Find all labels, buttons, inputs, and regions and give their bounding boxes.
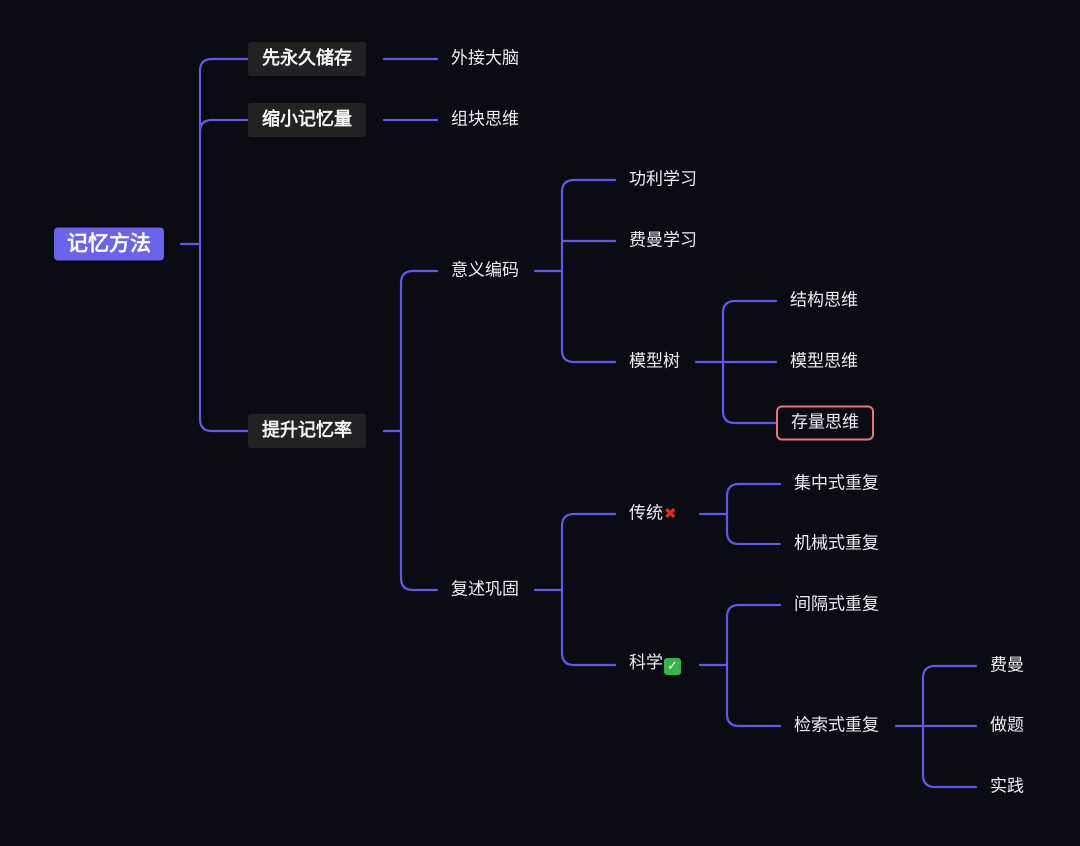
edge-model-tree — [694, 299, 778, 425]
edge-retrieval — [894, 664, 978, 789]
node-model-thinking[interactable]: 模型思维 — [788, 350, 860, 375]
node-label: 间隔式重复 — [794, 594, 879, 615]
node-label: 科学 — [629, 653, 663, 673]
root-node[interactable]: 记忆方法 — [54, 227, 164, 261]
branch-label: 提升记忆率 — [262, 420, 352, 441]
node-traditional[interactable]: 传统✖ — [627, 502, 679, 527]
node-label: 组块思维 — [451, 109, 519, 130]
node-label: 结构思维 — [790, 290, 858, 311]
node-feynman-learning[interactable]: 费曼学习 — [627, 229, 699, 254]
node-exercises[interactable]: 做题 — [988, 714, 1026, 739]
edge-scientific — [698, 603, 782, 728]
node-label: 检索式重复 — [794, 715, 879, 736]
edge-branch-2 — [382, 269, 439, 592]
branch-label: 先永久储存 — [262, 48, 352, 69]
node-label: 费曼 — [990, 655, 1024, 676]
node-label: 存量思维 — [791, 412, 859, 433]
branch-node-reduce-memory[interactable]: 缩小记忆量 — [248, 103, 366, 137]
node-label: 实践 — [990, 776, 1024, 797]
node-feynman[interactable]: 费曼 — [988, 654, 1026, 679]
node-mechanical-repetition[interactable]: 机械式重复 — [792, 532, 881, 557]
node-label: 模型思维 — [790, 351, 858, 372]
node-label: 集中式重复 — [794, 473, 879, 494]
edge-root-branches — [179, 57, 250, 433]
node-label: 费曼学习 — [629, 230, 697, 251]
node-label: 意义编码 — [451, 260, 519, 281]
node-label: 传统 — [629, 503, 663, 524]
node-external-brain[interactable]: 外接大脑 — [449, 47, 521, 72]
node-chunking[interactable]: 组块思维 — [449, 108, 521, 133]
node-stock-thinking-highlighted[interactable]: 存量思维 — [776, 405, 874, 441]
node-label: 功利学习 — [629, 169, 697, 190]
node-label: 外接大脑 — [451, 48, 519, 69]
node-utilitarian-learning[interactable]: 功利学习 — [627, 168, 699, 193]
edge-meaning-coding — [533, 178, 617, 364]
node-label: 机械式重复 — [794, 533, 879, 554]
branch-node-permanent-storage[interactable]: 先永久储存 — [248, 42, 366, 76]
node-structure-thinking[interactable]: 结构思维 — [788, 289, 860, 314]
node-practice[interactable]: 实践 — [988, 775, 1026, 800]
branch-node-improve-rate[interactable]: 提升记忆率 — [248, 414, 366, 448]
root-label: 记忆方法 — [67, 231, 151, 256]
node-retrieval-repetition[interactable]: 检索式重复 — [792, 714, 881, 739]
branch-label: 缩小记忆量 — [262, 109, 352, 130]
cross-mark-icon: ✖ — [664, 504, 677, 523]
node-scientific[interactable]: 科学✓ — [627, 651, 683, 679]
edge-retelling — [533, 512, 617, 667]
node-label: 模型树 — [629, 351, 680, 372]
node-label: 复述巩固 — [451, 579, 519, 600]
node-label: 做题 — [990, 715, 1024, 736]
node-spaced-repetition[interactable]: 间隔式重复 — [792, 593, 881, 618]
check-mark-icon: ✓ — [664, 658, 681, 675]
node-massed-repetition[interactable]: 集中式重复 — [792, 472, 881, 497]
node-model-tree[interactable]: 模型树 — [627, 350, 682, 375]
node-meaning-coding[interactable]: 意义编码 — [449, 259, 521, 284]
node-retelling[interactable]: 复述巩固 — [449, 578, 521, 603]
edge-traditional — [698, 482, 782, 546]
